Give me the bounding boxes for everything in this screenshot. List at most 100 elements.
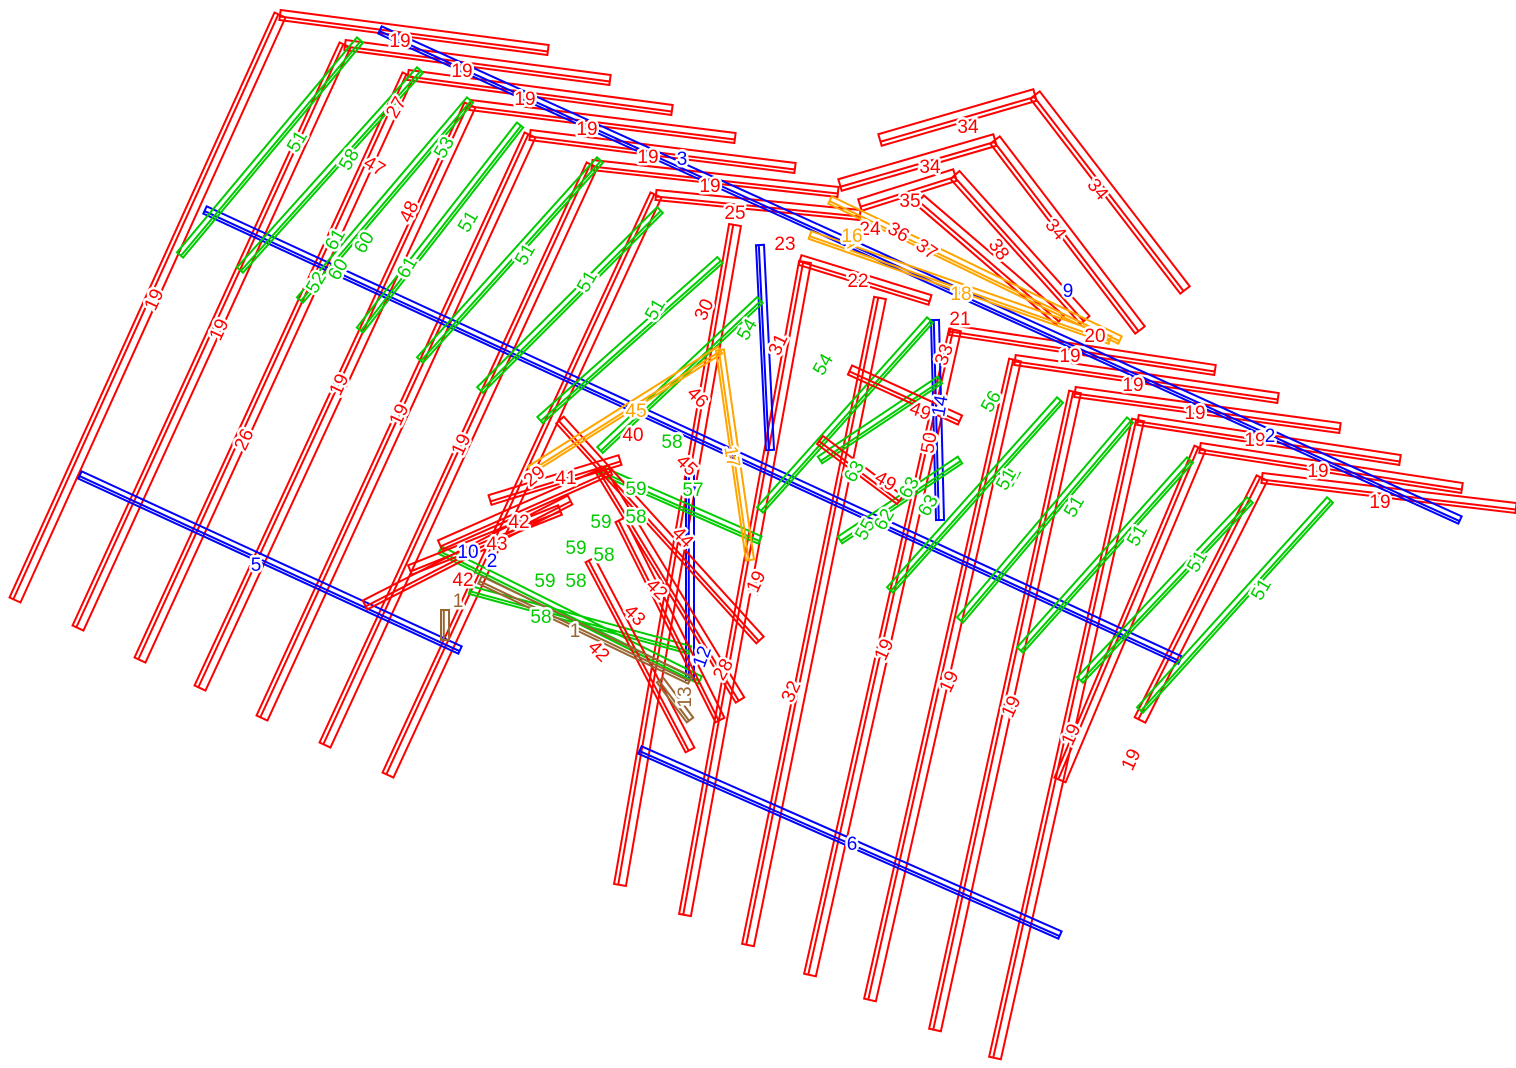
- rafter-label: 42: [508, 512, 529, 533]
- brace-label: 58: [593, 545, 614, 566]
- hip-label: 17: [719, 445, 743, 469]
- brace-label: 51: [1060, 492, 1089, 521]
- purlin: [637, 745, 1063, 940]
- brace: [295, 95, 475, 305]
- rafter-label: 19: [514, 89, 535, 110]
- right-rafter: [802, 327, 963, 978]
- rafter-label: 43: [486, 534, 507, 555]
- post-label: 1: [453, 591, 464, 612]
- hip-rafter: [949, 169, 1091, 326]
- brace: [175, 36, 365, 259]
- jack-rafter: [361, 494, 574, 611]
- rafter-label: 19: [576, 119, 597, 140]
- rafter-label: 19: [1118, 746, 1146, 774]
- purlin-label: 3: [677, 149, 688, 170]
- rafter-label: 21: [949, 309, 970, 330]
- rafter-label: 19: [1122, 375, 1143, 396]
- rafter-label: 19: [1307, 461, 1328, 482]
- hip-label: 45: [625, 401, 646, 422]
- brace: [1015, 455, 1195, 655]
- brace: [955, 415, 1135, 625]
- hip-ridge: [837, 132, 998, 193]
- ridge-cap: [1136, 413, 1402, 467]
- rafter-label: 37: [912, 235, 941, 264]
- rafter-label: 34: [919, 157, 941, 178]
- valley-rafter: [584, 556, 696, 754]
- purlin: [754, 243, 776, 452]
- rafter-label: 35: [899, 191, 920, 212]
- brace-label: 54: [809, 350, 838, 379]
- rafter-label: 24: [859, 219, 881, 240]
- brace-label: 51: [573, 267, 602, 296]
- rafter-label: 30: [691, 296, 719, 324]
- purlin-label: 5: [251, 555, 262, 576]
- purlin-label: 2: [1265, 426, 1276, 447]
- hip-label: 16: [841, 226, 862, 247]
- brace: [535, 255, 725, 425]
- rafter-label: 19: [936, 668, 964, 696]
- purlin-label: 9: [1063, 281, 1074, 302]
- valley-rafter: [554, 415, 766, 645]
- valley-rafter: [614, 516, 726, 724]
- rafter-label: 19: [206, 316, 234, 344]
- ridge-cap: [1198, 441, 1464, 495]
- brace-label: 60: [350, 228, 379, 257]
- brace: [1075, 495, 1255, 685]
- rafter-label: 19: [1244, 430, 1265, 451]
- left-rafter: [255, 131, 537, 722]
- brace-label: 51: [1123, 521, 1152, 550]
- rafter-label: 40: [622, 425, 643, 446]
- purlin-label: 14: [928, 393, 952, 418]
- brace-label: 57: [682, 480, 703, 501]
- ridge-cap: [406, 68, 674, 117]
- brace-label: 59: [534, 571, 555, 592]
- hip-label: 18: [950, 284, 971, 305]
- rafter-label: 20: [1084, 326, 1105, 347]
- brace: [885, 395, 1065, 595]
- right-rafter: [1053, 444, 1207, 784]
- rafter-label: 41: [555, 468, 576, 489]
- hip-rafter: [1028, 89, 1192, 296]
- brace: [355, 121, 525, 334]
- brace: [415, 155, 605, 365]
- purlin-label: 6: [847, 834, 858, 855]
- purlin: [377, 25, 1463, 525]
- valley-rafter: [797, 253, 933, 307]
- rafter-label: 42: [583, 637, 613, 667]
- rafter-label: 19: [451, 61, 472, 82]
- brace: [1135, 495, 1335, 715]
- rafter-label: 19: [1184, 403, 1205, 424]
- purlin-label: 2: [487, 551, 498, 572]
- valley-rafter: [846, 364, 964, 426]
- right-rafter: [1133, 473, 1269, 725]
- right-rafter: [862, 357, 1023, 1003]
- hip-ridge: [856, 168, 959, 212]
- jack-rafter: [406, 504, 564, 576]
- post: [655, 676, 695, 724]
- rafter-label: 25: [724, 203, 745, 224]
- post-label: 1: [570, 621, 581, 642]
- ridge-cap: [343, 38, 612, 87]
- rafter-label: 19: [389, 31, 410, 52]
- purlin: [77, 470, 463, 655]
- brace: [467, 584, 693, 656]
- hip-ridge: [877, 87, 1038, 148]
- hip-rafter: [988, 134, 1147, 336]
- rafter-label: 19: [1059, 346, 1080, 367]
- post: [476, 575, 694, 685]
- rafter-label: 19: [637, 147, 658, 168]
- right-rafter: [677, 259, 813, 918]
- brace: [816, 375, 944, 465]
- framing-members: [8, 8, 1516, 1061]
- purlin-label: 10: [457, 542, 478, 563]
- hip-member: [526, 345, 724, 475]
- hip-member: [826, 195, 1124, 345]
- hip-member: [807, 229, 1113, 346]
- purlin: [201, 205, 1184, 665]
- rafter-label: 19: [1369, 492, 1390, 513]
- rafter-label: 34: [957, 117, 979, 138]
- ridge-cap: [278, 8, 550, 57]
- ridge-cap: [468, 98, 737, 145]
- brace: [475, 205, 665, 395]
